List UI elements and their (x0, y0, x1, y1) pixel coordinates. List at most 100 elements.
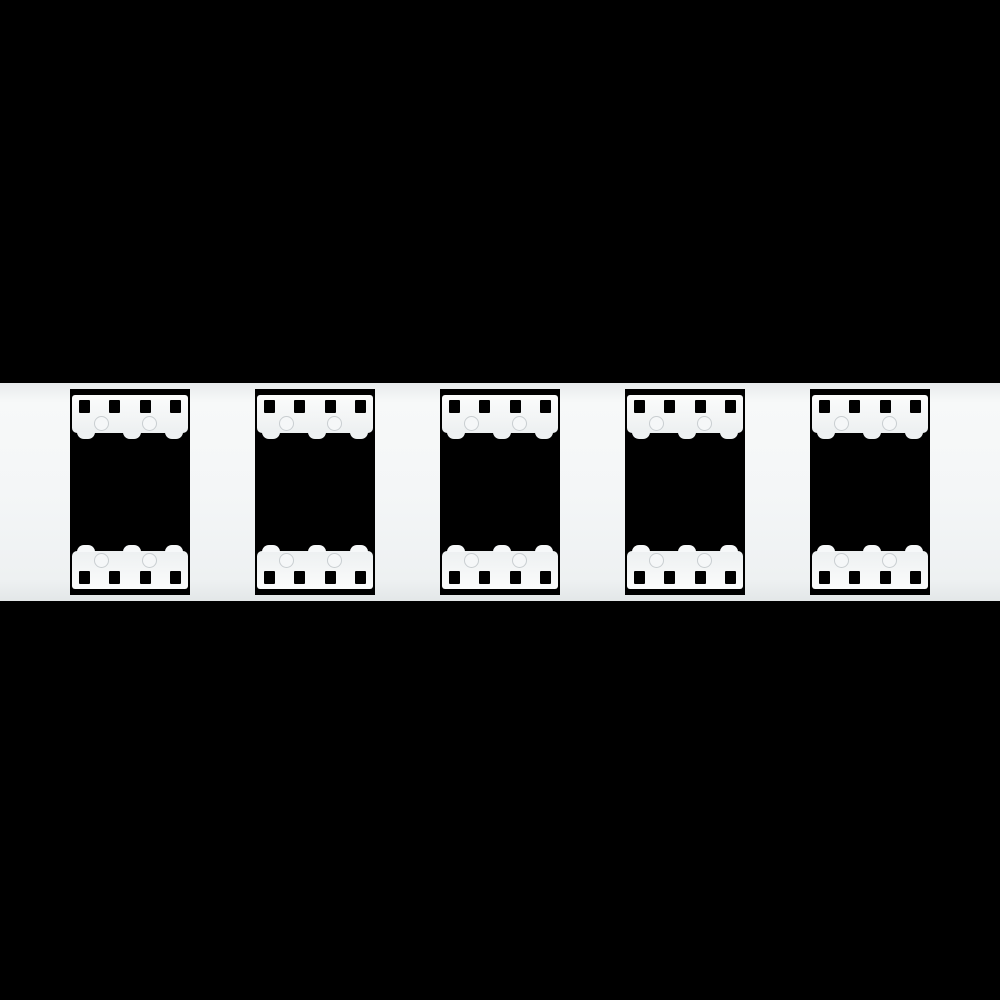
mounting-clip-top (442, 395, 558, 439)
mounting-clip-bottom (72, 545, 188, 589)
clip-notch (294, 400, 306, 413)
clip-notch (539, 571, 551, 584)
clip-tab (493, 545, 511, 552)
clip-tab (817, 545, 835, 552)
clip-tab (308, 545, 326, 552)
clip-notch (139, 400, 151, 413)
clip-notch (849, 571, 861, 584)
clip-notch-row (634, 400, 736, 413)
module-opening (810, 389, 930, 595)
clip-notch (79, 571, 90, 584)
clip-tab (350, 545, 368, 552)
screw-boss (512, 416, 527, 431)
cover-plate (0, 383, 1000, 601)
clip-notch (479, 571, 491, 584)
clip-notch (634, 400, 645, 413)
clip-notch (264, 571, 275, 584)
clip-notch (539, 400, 551, 413)
clip-tab (447, 545, 465, 552)
screw-boss (834, 416, 849, 431)
screw-boss (327, 416, 342, 431)
clip-notch (664, 400, 676, 413)
clip-notch (169, 571, 181, 584)
clip-tab (535, 432, 553, 439)
screw-boss (882, 416, 897, 431)
clip-notch (294, 571, 306, 584)
mounting-clip-bottom (812, 545, 928, 589)
clip-tab (350, 432, 368, 439)
clip-notch (264, 400, 275, 413)
clip-notch (694, 571, 706, 584)
clip-tab (678, 432, 696, 439)
screw-boss (94, 416, 109, 431)
mounting-clip-top (257, 395, 373, 439)
clip-notch-row (449, 571, 551, 584)
clip-notch (879, 400, 891, 413)
clip-tab (165, 545, 183, 552)
clip-notch (819, 571, 830, 584)
mounting-clip-bottom (257, 545, 373, 589)
clip-notch (819, 400, 830, 413)
clip-tab (165, 432, 183, 439)
clip-notch (724, 400, 736, 413)
screw-boss (464, 553, 479, 568)
screw-boss (512, 553, 527, 568)
mounting-clip-top (72, 395, 188, 439)
clip-tab (493, 432, 511, 439)
clip-notch (634, 571, 645, 584)
clip-tab (123, 432, 141, 439)
clip-tab (447, 432, 465, 439)
clip-notch (354, 571, 366, 584)
clip-notch (79, 400, 90, 413)
clip-tab (262, 432, 280, 439)
clip-tab (123, 545, 141, 552)
clip-tab (905, 432, 923, 439)
clip-notch (139, 571, 151, 584)
screw-boss (649, 416, 664, 431)
clip-notch (879, 571, 891, 584)
clip-notch (909, 571, 921, 584)
clip-notch (909, 400, 921, 413)
screw-boss (834, 553, 849, 568)
clip-tab (720, 545, 738, 552)
clip-notch (509, 400, 521, 413)
clip-notch (479, 400, 491, 413)
clip-notch (694, 400, 706, 413)
clip-notch-row (79, 400, 181, 413)
screw-boss (94, 553, 109, 568)
clip-tab (632, 432, 650, 439)
clip-notch-row (634, 571, 736, 584)
clip-tab (632, 545, 650, 552)
screw-boss (279, 553, 294, 568)
clip-notch (449, 571, 460, 584)
clip-notch (109, 571, 121, 584)
clip-tab (720, 432, 738, 439)
clip-notch-row (449, 400, 551, 413)
screw-boss (142, 553, 157, 568)
clip-notch (724, 571, 736, 584)
screw-boss (882, 553, 897, 568)
clip-notch (324, 571, 336, 584)
clip-tab (77, 432, 95, 439)
mounting-clip-top (812, 395, 928, 439)
module-opening (255, 389, 375, 595)
screw-boss (464, 416, 479, 431)
module-opening (70, 389, 190, 595)
clip-tab (863, 545, 881, 552)
screw-boss (697, 416, 712, 431)
clip-notch-row (79, 571, 181, 584)
mounting-clip-bottom (442, 545, 558, 589)
screw-boss (327, 553, 342, 568)
screw-boss (142, 416, 157, 431)
clip-notch (109, 400, 121, 413)
clip-tab (817, 432, 835, 439)
screw-boss (279, 416, 294, 431)
clip-notch-row (264, 400, 366, 413)
module-opening (440, 389, 560, 595)
screw-boss (649, 553, 664, 568)
clip-notch (324, 400, 336, 413)
mounting-clip-bottom (627, 545, 743, 589)
clip-tab (77, 545, 95, 552)
module-opening (625, 389, 745, 595)
